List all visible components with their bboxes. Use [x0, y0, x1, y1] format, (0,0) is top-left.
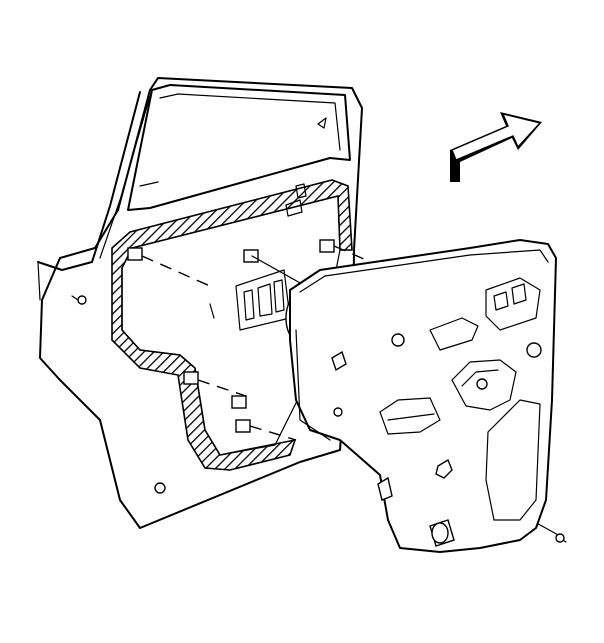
front-direction-arrow: [450, 112, 542, 182]
window-glass: [127, 84, 351, 211]
hinge-bolts: [71, 295, 166, 494]
retaining-clips: [377, 476, 455, 547]
trim-screws: [331, 350, 567, 543]
door-clip-holes: [127, 239, 335, 433]
door-trim-panel: [289, 239, 557, 553]
